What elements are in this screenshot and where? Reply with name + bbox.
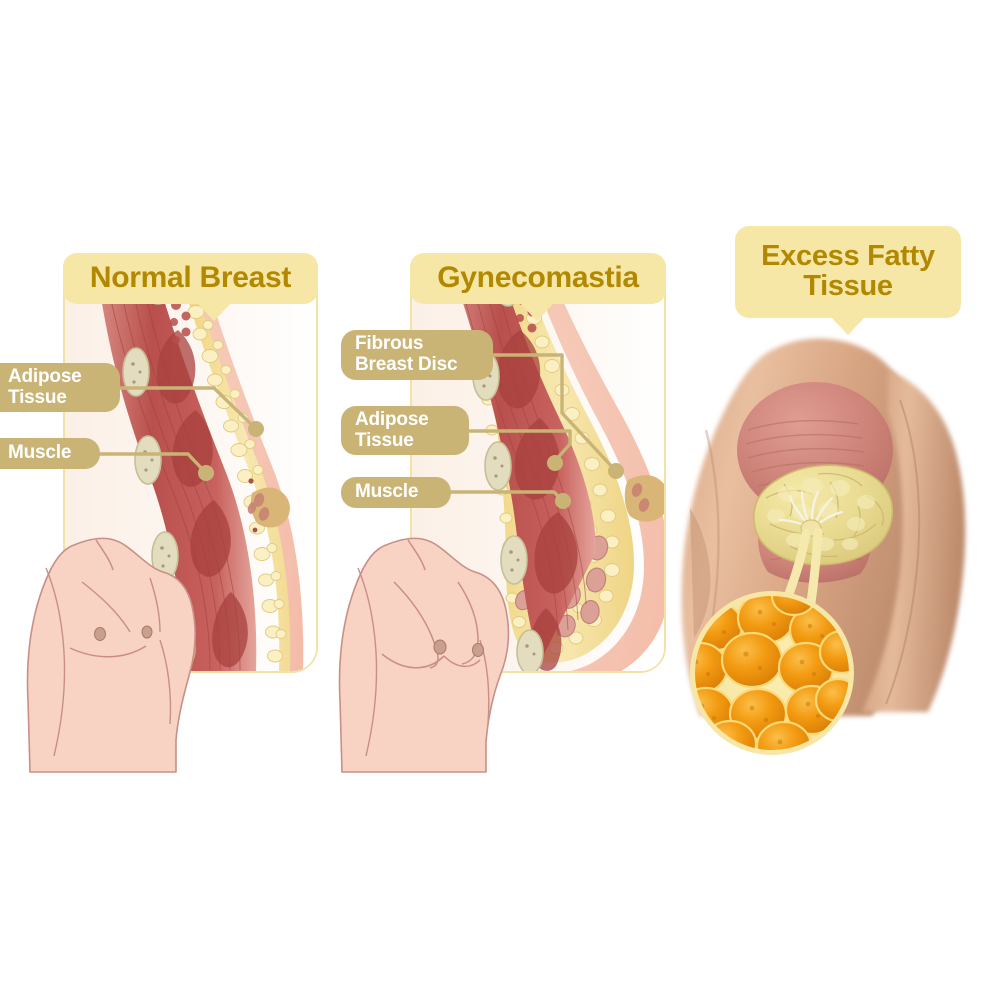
label-muscle-normal[interactable]: Muscle [0,438,100,469]
banner-gynecomastia: Gynecomastia [410,253,666,321]
banner-excess-fatty-tissue-text: Excess Fatty Tissue [761,240,935,302]
banner-excess-fatty-tissue: Excess Fatty Tissue [735,226,961,335]
label-adipose-tissue-gyneco[interactable]: Adipose Tissue [341,406,469,455]
banner-normal-breast-text: Normal Breast [89,261,292,295]
banner-gynecomastia-text: Gynecomastia [437,261,639,295]
banner-pointer-icon [520,303,554,321]
banner-pointer-icon [831,317,865,335]
label-muscle-gyneco[interactable]: Muscle [341,477,451,508]
label-fibrous-breast-disc[interactable]: Fibrous Breast Disc [341,330,493,380]
banner-pointer-icon [197,303,231,321]
banner-normal-breast: Normal Breast [63,253,318,321]
label-adipose-tissue-normal[interactable]: Adipose Tissue [0,363,120,412]
